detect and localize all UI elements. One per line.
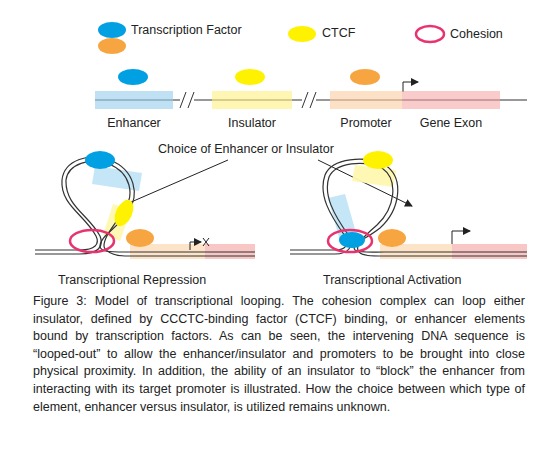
legend-text: CTCF bbox=[322, 26, 355, 41]
legend-swatch bbox=[288, 26, 316, 42]
element-label: Enhancer bbox=[107, 116, 161, 131]
transcription-factor bbox=[126, 229, 154, 247]
transcription-factor-blue bbox=[98, 22, 126, 38]
transcription-factor bbox=[378, 229, 406, 247]
dna-strand bbox=[35, 161, 255, 256]
ctcf bbox=[363, 151, 393, 169]
legend-text: Cohesion bbox=[450, 27, 503, 42]
block-mark bbox=[203, 238, 209, 246]
element-label: Gene Exon bbox=[420, 116, 483, 131]
annotation-label: Transcriptional Activation bbox=[323, 273, 462, 288]
dna-strand bbox=[290, 159, 527, 252]
dna-element-band: Insulator bbox=[212, 91, 292, 109]
figure-caption: Figure 3: Model of transcriptional loopi… bbox=[33, 293, 525, 416]
dna-break bbox=[310, 92, 316, 108]
cohesion-ring bbox=[70, 230, 114, 252]
tss-arrow bbox=[452, 231, 470, 244]
transcription-factor bbox=[350, 69, 380, 85]
blocked-tss-arrow bbox=[190, 242, 201, 250]
transcription-factor-orange bbox=[98, 38, 126, 54]
annotation-label: Transcriptional Repression bbox=[58, 273, 206, 288]
dna-break bbox=[180, 92, 186, 108]
dna-strand bbox=[35, 157, 255, 252]
transcription-factor bbox=[339, 232, 365, 248]
legend-text: Transcription Factor bbox=[131, 23, 242, 38]
enhancer-band bbox=[92, 166, 142, 191]
cohesion-ring bbox=[416, 26, 444, 42]
ctcf bbox=[235, 69, 265, 85]
dna-element-band: Promoter bbox=[330, 91, 402, 109]
annotation-label: Choice of Enhancer or Insulator bbox=[158, 142, 334, 157]
dna-strand bbox=[290, 163, 527, 256]
cohesion-ring bbox=[328, 230, 372, 252]
dna-break bbox=[188, 92, 194, 108]
dna-element-band: Enhancer bbox=[95, 91, 173, 109]
ctcf bbox=[111, 197, 137, 229]
dna-break bbox=[302, 92, 308, 108]
element-label: Insulator bbox=[228, 116, 276, 131]
transcription-factor bbox=[118, 69, 148, 85]
transcription-factor bbox=[85, 151, 115, 169]
element-label: Promoter bbox=[340, 116, 391, 131]
dna-element-band: Gene Exon bbox=[402, 91, 500, 109]
